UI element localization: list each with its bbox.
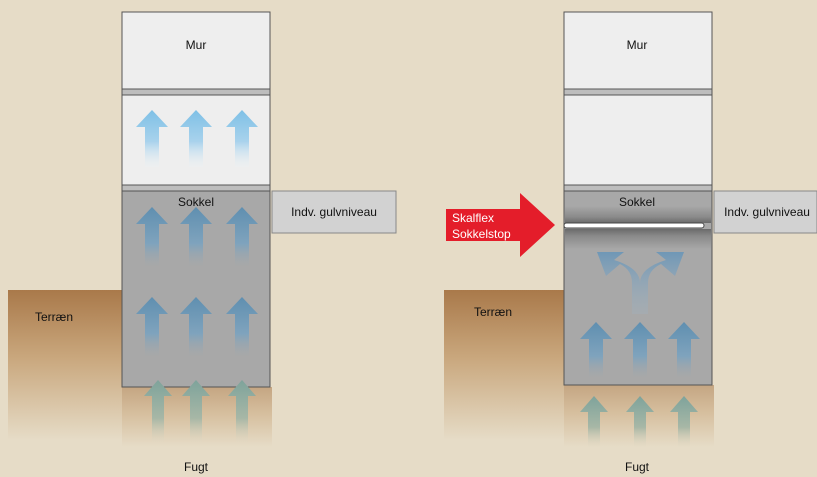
wall-label-left: Mur [186, 38, 207, 52]
plinth-label-left: Sokkel [178, 195, 214, 209]
mortar-joint-right-1 [563, 88, 713, 96]
moisture-arrows-plinth-lower-right [580, 322, 700, 379]
moisture-arrows-plinth-upper-left [136, 207, 258, 268]
mortar-joint-left-1 [121, 88, 271, 96]
sokkelstop-arrow-icon [446, 193, 555, 257]
product-label-line1: Skalflex [452, 211, 494, 225]
moisture-arrows-ground-left [144, 380, 256, 444]
arrow-up-icon [668, 322, 700, 379]
floor-label-left: Indv. gulvniveau [291, 205, 377, 219]
arrow-up-icon [580, 396, 608, 448]
arrow-up-icon [226, 110, 258, 167]
floor-level-right [713, 190, 817, 234]
arrow-up-icon [180, 207, 212, 268]
floor-label-right: Indv. gulvniveau [724, 205, 810, 219]
plinth-shadow-above-stop [565, 206, 711, 223]
arrow-up-icon [626, 396, 654, 448]
terrain-right [444, 290, 564, 440]
arrow-up-icon [228, 380, 256, 444]
wall-lower-right [563, 94, 713, 186]
right-diagram: Mur Sokkel Indv. gulvniveau Terræn Fugt … [444, 11, 817, 474]
wall-label-right: Mur [627, 38, 648, 52]
product-label-line2: Sokkelstop [452, 227, 511, 241]
terrain-left [8, 290, 122, 440]
moisture-arrows-plinth-lower-left [136, 297, 258, 358]
arrow-up-icon [624, 322, 656, 379]
terrain-label-left: Terræn [35, 310, 73, 324]
split-arrow-icon [597, 252, 684, 314]
arrow-up-icon [180, 297, 212, 358]
arrow-up-icon [670, 396, 698, 448]
arrow-up-icon [136, 297, 168, 358]
arrow-up-icon [136, 207, 168, 268]
mortar-joint-right-2 [563, 184, 713, 192]
arrow-up-icon [580, 322, 612, 379]
arrow-up-icon [144, 380, 172, 444]
moisture-label-left: Fugt [184, 460, 209, 474]
arrow-up-icon [182, 380, 210, 444]
floor-level-left [271, 190, 397, 234]
plinth-shadow-below-stop [565, 229, 711, 249]
moisture-label-right: Fugt [625, 460, 650, 474]
wall-right [563, 11, 713, 90]
moisture-arrows-wall-left [136, 110, 258, 167]
arrow-up-icon [226, 207, 258, 268]
terrain-label-right: Terræn [474, 305, 512, 319]
arrow-up-icon [180, 110, 212, 167]
mortar-joint-left-2 [121, 184, 271, 192]
moisture-arrows-ground-right [580, 396, 698, 448]
sokkelstop-barrier [563, 222, 705, 229]
left-diagram: Mur Sokkel Indv. gulvniveau Terræn Fugt [8, 11, 397, 474]
arrow-up-icon [226, 297, 258, 358]
arrow-up-icon [136, 110, 168, 167]
plinth-label-right: Sokkel [619, 195, 655, 209]
